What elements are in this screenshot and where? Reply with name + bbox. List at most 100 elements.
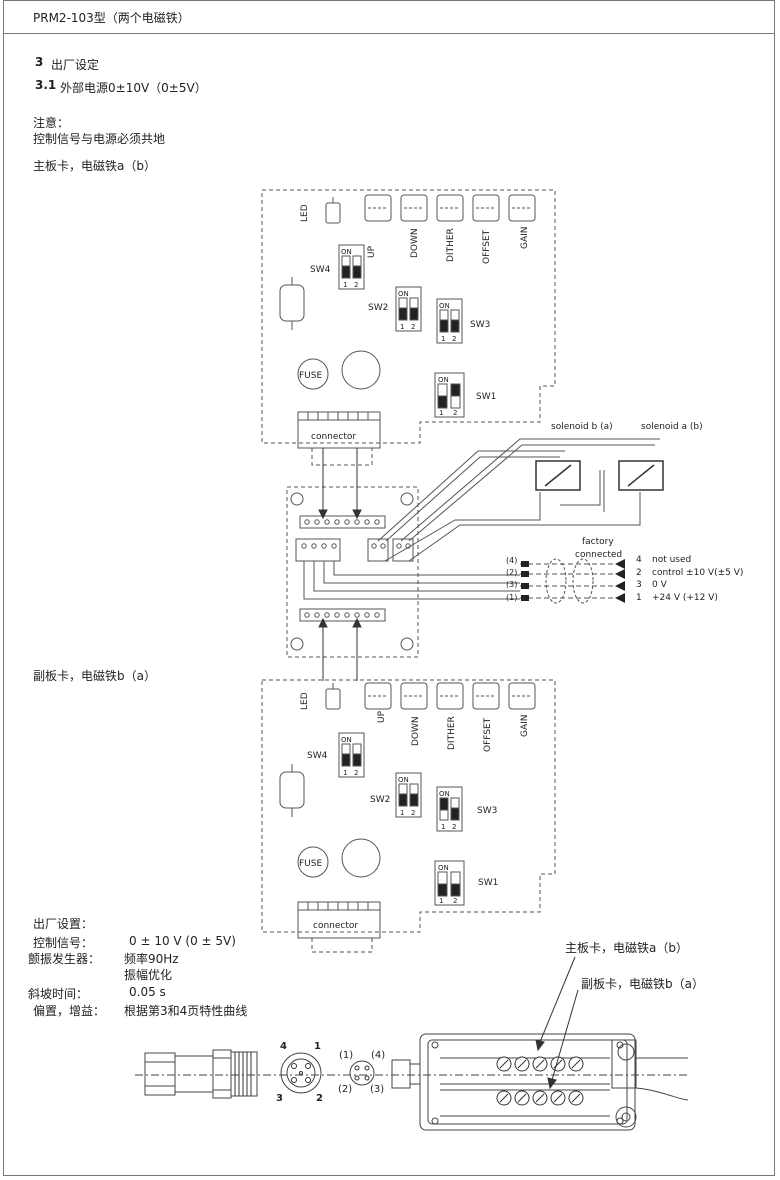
sub-buttons — [364, 682, 536, 710]
fuse-icon — [297, 846, 329, 878]
sub-connector — [297, 901, 381, 939]
sub-sw2-on: ON — [398, 776, 409, 784]
fs-value-dither-freq: 频率90Hz — [124, 952, 179, 966]
sub-to-middle-arrows — [318, 617, 362, 681]
fs-label-offset-gain: 偏置，增益： — [33, 1004, 106, 1018]
sub-btn-down: DOWN — [411, 716, 421, 746]
sub-sw4-p1: 1 — [343, 769, 347, 777]
sub-btn-gain: GAIN — [520, 714, 530, 737]
main-sw1-on: ON — [438, 376, 449, 384]
sub-sw2-p2: 2 — [411, 809, 415, 817]
housing-sub-label: 副板卡，电磁铁b（a） — [581, 976, 704, 991]
main-sw1-p2: 2 — [453, 409, 457, 417]
socket-pin-4-label: (4) — [371, 1050, 385, 1061]
sub-led-label: LED — [300, 692, 310, 710]
main-sw2-p2: 2 — [411, 323, 415, 331]
capacitor-icon — [279, 277, 305, 330]
sub-sw3-p1: 1 — [441, 823, 445, 831]
socket-pin-1-label: (1) — [339, 1050, 353, 1061]
sub-sw2-label: SW2 — [370, 795, 390, 805]
main-btn-gain: GAIN — [520, 226, 530, 249]
main-sw2-label: SW2 — [368, 303, 388, 313]
signal-lines — [303, 558, 625, 604]
solenoid-a-label: solenoid a (b) — [641, 422, 703, 432]
sub-sw1-p2: 2 — [453, 897, 457, 905]
page-frame — [3, 0, 775, 1176]
solenoid-a-icon — [618, 460, 664, 491]
pin-legend-desc-4: not used — [652, 555, 691, 565]
housing-labels: 主板卡，电磁铁a（b） 副板卡，电磁铁b（a） — [565, 940, 704, 991]
pin-legend-num-3: 3 — [636, 580, 642, 590]
sub-dip-switches — [338, 732, 465, 906]
wire-tag-3: (3) — [506, 580, 517, 589]
sub-connector-label: connector — [313, 921, 358, 931]
main-sw3-p1: 1 — [441, 335, 445, 343]
solenoid-b-label: solenoid b (a) — [551, 422, 613, 432]
fs-value-dither-amp: 振幅优化 — [124, 968, 173, 982]
subsection-title: 外部电源0±10V（0±5V） — [60, 81, 207, 95]
sub-card-label: 副板卡，电磁铁b（a） — [33, 669, 156, 683]
socket-pin-labels: (1) (4) (2) (3) — [338, 1050, 385, 1095]
sub-sw4-label: SW4 — [307, 751, 328, 761]
sub-card — [261, 679, 556, 953]
socket-pin-2-label: (2) — [338, 1084, 352, 1095]
main-sw4-on: ON — [341, 248, 352, 256]
pin-legend-desc-1: +24 V (+12 V) — [652, 593, 718, 603]
main-btn-offset: OFFSET — [482, 229, 492, 264]
header-rule — [3, 33, 775, 34]
section-number: 3 — [35, 55, 44, 69]
pin-legend-num-2: 2 — [636, 568, 642, 578]
sub-sw1-on: ON — [438, 864, 449, 872]
housing-main-label: 主板卡，电磁铁a（b） — [565, 940, 688, 955]
pin-legend-num-1: 1 — [636, 593, 642, 603]
plug-pin-labels: 4 1 3 2 — [276, 1041, 323, 1104]
sub-btn-offset: OFFSET — [483, 717, 493, 752]
fuse-icon — [297, 358, 329, 390]
led-icon — [325, 683, 341, 710]
solenoid-b-icon — [535, 460, 581, 491]
sub-sw2-p1: 1 — [400, 809, 404, 817]
main-btn-down: DOWN — [410, 228, 420, 258]
section-title: 出厂设定 — [51, 58, 100, 72]
sub-sw4-on: ON — [341, 736, 352, 744]
capacitor-icon — [279, 764, 305, 817]
main-fuse-label: FUSE — [299, 371, 322, 381]
fs-label-control: 控制信号： — [33, 936, 94, 950]
main-sw3-label: SW3 — [470, 320, 490, 330]
main-btn-dither: DITHER — [446, 228, 456, 262]
led-icon — [325, 197, 341, 224]
plug-pin-2-label: 2 — [316, 1093, 323, 1104]
pin-legend-num-4: 4 — [636, 555, 642, 565]
round-component — [341, 838, 381, 878]
round-component — [341, 350, 381, 390]
sub-sw4-p2: 2 — [354, 769, 358, 777]
housing-pointers — [535, 956, 579, 1090]
plug-pin-3-label: 3 — [276, 1093, 283, 1104]
pin-legend-desc-3: 0 V — [652, 580, 668, 590]
factory-settings-title: 出厂设置： — [33, 917, 94, 931]
subsection-number: 3.1 — [35, 78, 57, 92]
fs-label-ramp: 斜坡时间： — [28, 987, 89, 1001]
main-dip-switches — [338, 244, 465, 418]
sub-sw1-label: SW1 — [478, 878, 498, 888]
main-sw3-p2: 2 — [452, 335, 456, 343]
wire-tag-4: (4) — [506, 556, 517, 565]
sub-sw3-on: ON — [439, 790, 450, 798]
plug-pins — [291, 1063, 370, 1083]
main-buttons — [364, 194, 536, 222]
fs-value-control: 0 ± 10 V (0 ± 5V) — [129, 934, 236, 948]
main-to-middle-arrows — [318, 448, 362, 520]
plug-drawing — [135, 1049, 690, 1099]
main-sw3-on: ON — [439, 302, 450, 310]
sub-sw1-p1: 1 — [439, 897, 443, 905]
fs-value-offset-gain: 根据第3和4页特性曲线 — [124, 1004, 248, 1018]
signal-arrows — [521, 559, 625, 603]
main-sw4-p1: 1 — [343, 281, 347, 289]
main-sw2-p1: 1 — [400, 323, 404, 331]
main-sw1-p1: 1 — [439, 409, 443, 417]
plug-pin-1-label: 1 — [314, 1041, 321, 1052]
main-btn-up: UP — [367, 245, 377, 258]
main-sw4-label: SW4 — [310, 265, 331, 275]
plug-pin-4-label: 4 — [280, 1041, 287, 1052]
